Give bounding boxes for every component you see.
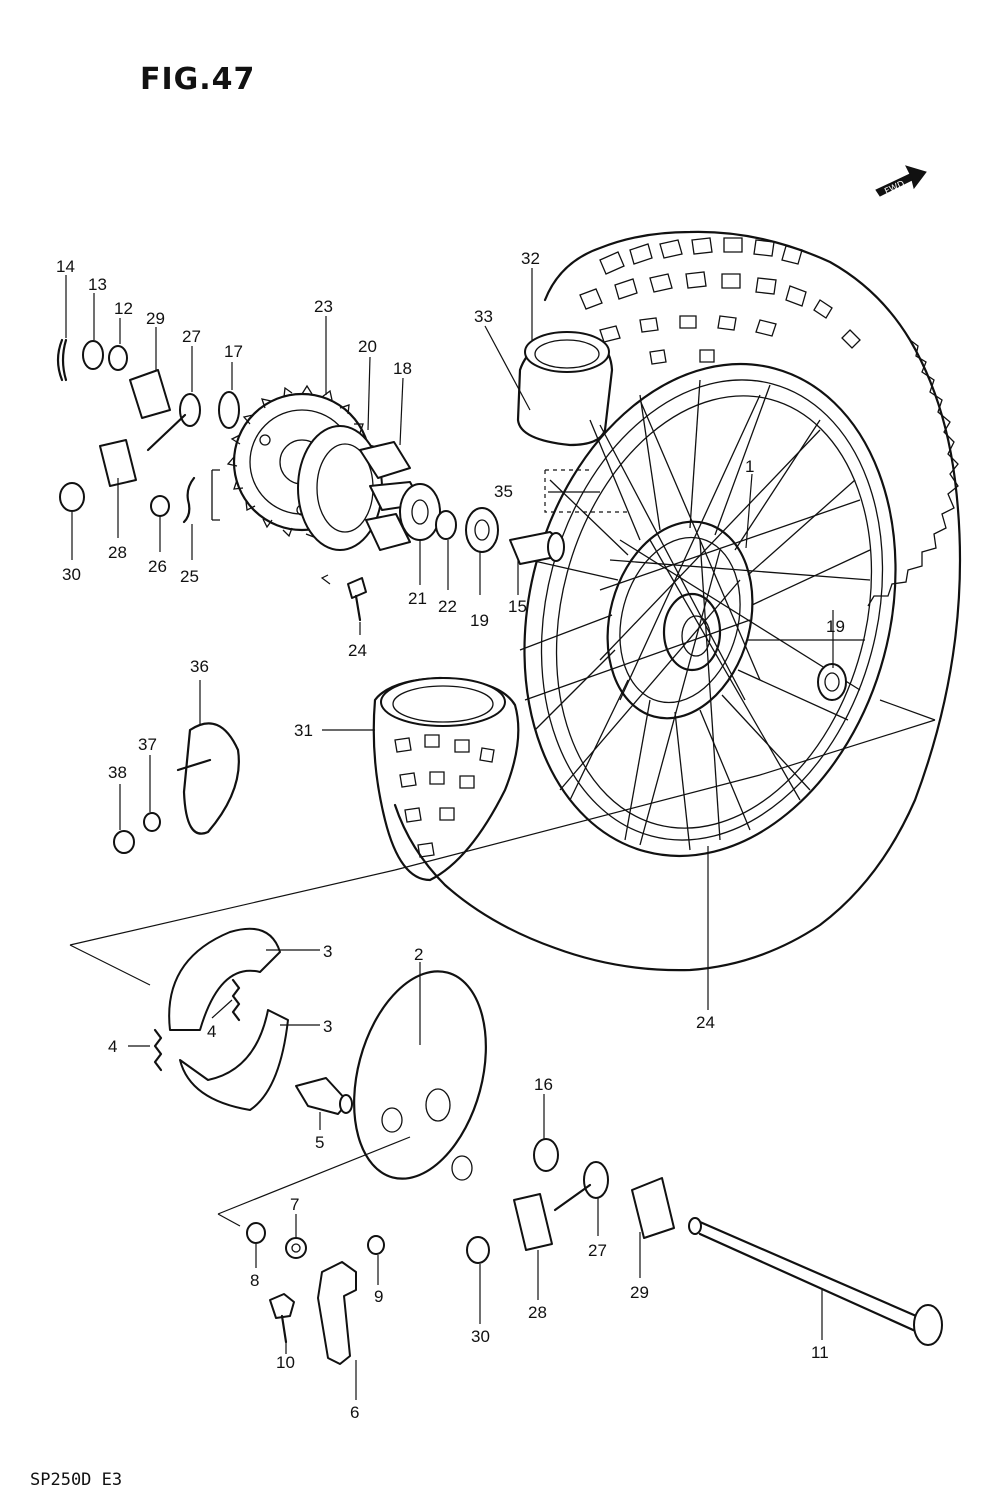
callout-28b: 28 [528, 1303, 547, 1322]
callout-31: 31 [294, 721, 313, 740]
callout-24b: 24 [696, 1013, 715, 1032]
callout-21: 21 [408, 589, 427, 608]
callout-19b: 19 [826, 617, 845, 636]
callout-10: 10 [276, 1353, 295, 1372]
callout-33: 33 [474, 307, 493, 326]
callout-28a: 28 [108, 543, 127, 562]
wheel-assembly [393, 230, 962, 972]
callout-3a: 3 [323, 942, 332, 961]
fwd-arrow-icon: FWD [875, 165, 927, 197]
callout-35: 35 [494, 482, 513, 501]
callout-1: 1 [745, 457, 754, 476]
callout-38: 38 [108, 763, 127, 782]
leader-lines [65, 268, 936, 1400]
drum-hub-part [297, 425, 441, 551]
callout-11: 11 [811, 1343, 829, 1362]
callout-27b: 27 [588, 1241, 607, 1260]
callout-14: 14 [56, 257, 75, 276]
callout-4a: 4 [207, 1022, 216, 1041]
callout-30a: 30 [62, 565, 81, 584]
part-callouts: 1 2 3 3 4 4 5 6 7 8 9 10 11 12 13 14 15 … [56, 249, 845, 1422]
callout-8: 8 [250, 1271, 259, 1290]
hardware-right [466, 1138, 943, 1346]
callout-7: 7 [290, 1195, 299, 1214]
callout-2: 2 [414, 945, 423, 964]
callout-29a: 29 [146, 309, 165, 328]
brake-lever-hardware [246, 1222, 385, 1365]
callout-13: 13 [88, 275, 107, 294]
collar-and-bearings [435, 507, 565, 565]
callout-29b: 29 [630, 1283, 649, 1302]
brake-shoes-part [153, 927, 289, 1111]
fwd-label: FWD [883, 179, 906, 197]
callout-25: 25 [180, 567, 199, 586]
callout-4b: 4 [108, 1037, 117, 1056]
callout-17: 17 [224, 342, 243, 361]
callout-23: 23 [314, 297, 333, 316]
callout-37: 37 [138, 735, 157, 754]
callout-12: 12 [114, 299, 133, 318]
callout-22: 22 [438, 597, 457, 616]
callout-36: 36 [190, 657, 209, 676]
callout-20: 20 [358, 337, 377, 356]
brake-cam-part [295, 1077, 353, 1115]
callout-24a: 24 [348, 641, 367, 660]
callout-26: 26 [148, 557, 167, 576]
brake-panel-part [353, 970, 487, 1181]
callout-27a: 27 [182, 327, 201, 346]
callout-3b: 3 [323, 1017, 332, 1036]
callout-18: 18 [393, 359, 412, 378]
callout-5: 5 [315, 1133, 324, 1152]
callout-9: 9 [374, 1287, 383, 1306]
hardware-left [56, 338, 367, 622]
rim-band-part [516, 331, 614, 447]
figure-title: FIG.47 [140, 62, 256, 97]
tube-part [372, 676, 520, 882]
callout-32: 32 [521, 249, 540, 268]
model-code: SP250D E3 [30, 1470, 123, 1490]
callout-16: 16 [534, 1075, 553, 1094]
cover-plate-part [113, 722, 240, 854]
callout-15: 15 [508, 597, 527, 616]
callout-6: 6 [350, 1403, 359, 1422]
callout-19a: 19 [470, 611, 489, 630]
callout-30b: 30 [471, 1327, 490, 1346]
